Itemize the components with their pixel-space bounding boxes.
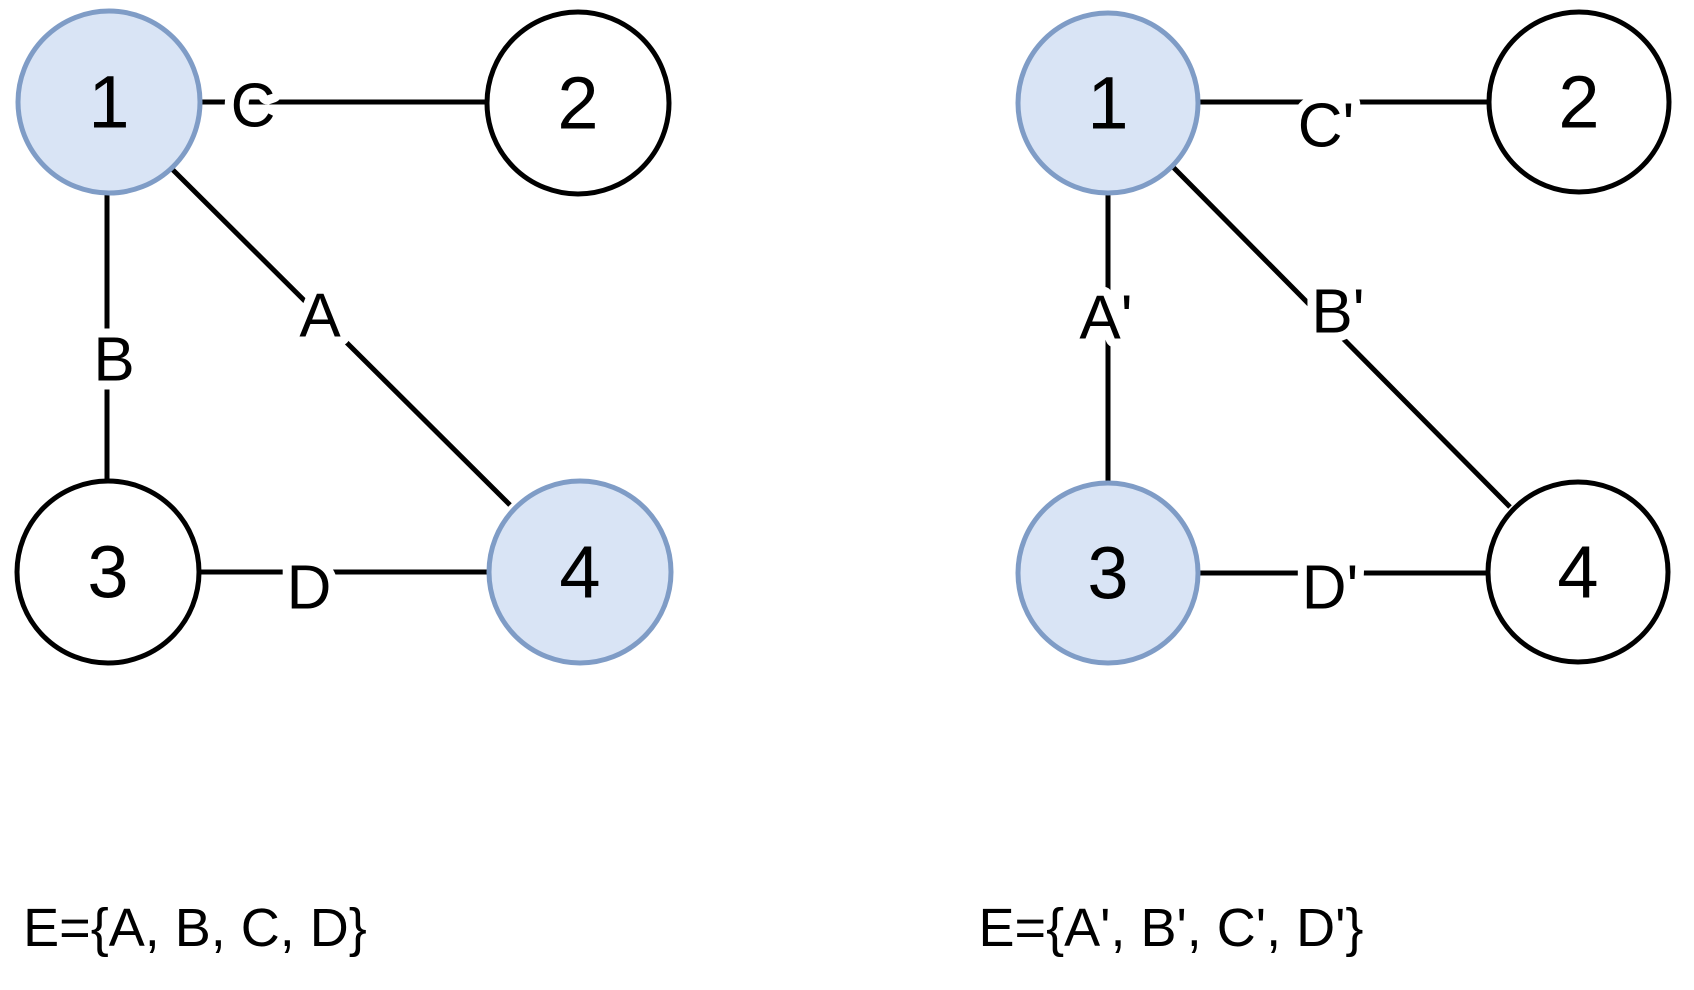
edge-label-B: B bbox=[93, 326, 134, 395]
right-graph-node-2 bbox=[1486, 9, 1672, 195]
right-graph-node-4-label: 4 bbox=[1557, 531, 1598, 614]
left-graph: A B C D 1 2 3 4 bbox=[14, 8, 674, 666]
left-graph-node-1 bbox=[15, 8, 203, 196]
right-edge-set-caption: E={A', B', C', D'} bbox=[978, 898, 1364, 958]
edge-label-D-prime: D' bbox=[1302, 554, 1359, 623]
left-graph-node-2 bbox=[484, 9, 672, 197]
left-graph-node-3 bbox=[14, 478, 202, 666]
left-graph-node-2-label: 2 bbox=[557, 62, 598, 145]
edge-1-4-line bbox=[1171, 165, 1512, 509]
left-graph-node-4 bbox=[486, 478, 674, 666]
right-graph-node-1-label: 1 bbox=[1087, 62, 1128, 145]
edge-label-A-prime: A' bbox=[1079, 284, 1132, 353]
left-edge-set-caption: E={A, B, C, D} bbox=[23, 898, 367, 958]
right-graph-node-1 bbox=[1015, 10, 1201, 196]
edge-label-A: A bbox=[299, 282, 341, 351]
right-graph-node-2-label: 2 bbox=[1558, 61, 1599, 144]
right-graph-node-4 bbox=[1485, 479, 1671, 665]
right-graph-node-3 bbox=[1015, 480, 1201, 666]
edge-label-D: D bbox=[287, 554, 332, 623]
left-graph-node-4-label: 4 bbox=[559, 531, 600, 614]
edge-label-C: C bbox=[231, 72, 276, 141]
edge-label-B-prime: B' bbox=[1311, 278, 1364, 347]
edge-label-C-prime: C' bbox=[1298, 92, 1355, 161]
left-graph-node-3-label: 3 bbox=[87, 531, 128, 614]
right-graph-node-3-label: 3 bbox=[1087, 532, 1128, 615]
edge-1-4-line bbox=[168, 165, 512, 507]
left-graph-node-1-label: 1 bbox=[88, 61, 129, 144]
right-graph: A' B' C' D' 1 2 3 4 bbox=[1015, 9, 1672, 666]
